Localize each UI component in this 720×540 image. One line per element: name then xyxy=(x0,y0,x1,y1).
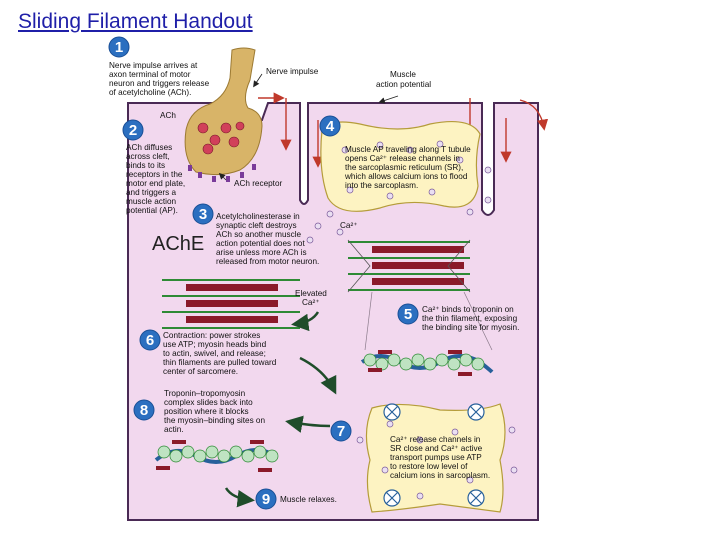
step-1-marker: 1 xyxy=(108,36,130,58)
step-2-marker: 2 xyxy=(122,119,144,141)
page-title: Sliding Filament Handout xyxy=(18,10,253,33)
step-7-marker: 7 xyxy=(330,420,352,442)
label-pointers xyxy=(218,73,399,181)
ach-receptor-label: ACh receptor xyxy=(234,179,283,188)
step-9-marker: 9 xyxy=(255,488,277,510)
calcium-label: Ca²⁺ xyxy=(340,221,358,230)
step-4-text: Muscle AP traveling along T tubule opens… xyxy=(344,145,473,190)
elevated-ca-label: Elevated Ca²⁺ xyxy=(295,289,329,307)
step-5-marker: 5 xyxy=(397,303,419,325)
ach-label: ACh xyxy=(160,111,176,120)
thin-filament-detail-exposed xyxy=(360,350,494,376)
step-8-text: Troponin–tropomyosin complex slides back… xyxy=(164,389,267,434)
ach-vesicles xyxy=(197,121,245,155)
step-5-text: Ca²⁺ binds to troponin on the thin filam… xyxy=(422,305,519,332)
sarcoplasmic-reticulum-bottom xyxy=(365,403,506,513)
calcium-pumps xyxy=(383,403,485,507)
step-1-text: Nerve impulse arrives at axon terminal o… xyxy=(109,61,211,97)
svg-text:2: 2 xyxy=(129,122,137,139)
ache-label: AChE xyxy=(152,233,204,255)
step-6-marker: 6 xyxy=(139,329,161,351)
sarcomere-left xyxy=(162,279,300,329)
svg-text:5: 5 xyxy=(404,306,412,323)
calcium-ions xyxy=(306,140,518,500)
step-7-text: Ca²⁺ release channels in SR close and Ca… xyxy=(390,435,490,480)
t-tubule-arrows xyxy=(258,92,549,168)
step-6-text: Contraction: power strokes use ATP; myos… xyxy=(163,331,279,376)
step-2-text: ACh diffuses across cleft, binds to its … xyxy=(126,143,187,215)
muscle-ap-label: Muscle action potential xyxy=(376,70,431,89)
step-3-text: Acetylcholinesterase in synaptic cleft d… xyxy=(216,212,319,266)
step-8-marker: 8 xyxy=(133,399,155,421)
step-4-marker: 4 xyxy=(319,115,341,137)
sarcomere-right xyxy=(347,239,471,293)
zoom-lines xyxy=(364,291,493,351)
axon-terminal xyxy=(184,47,263,176)
svg-text:7: 7 xyxy=(337,423,345,440)
svg-text:9: 9 xyxy=(262,491,270,508)
svg-text:1: 1 xyxy=(115,39,123,56)
thin-filament-detail-blocked xyxy=(154,440,279,472)
process-arrows xyxy=(224,311,337,508)
step-3-marker: 3 xyxy=(192,203,214,225)
svg-text:3: 3 xyxy=(199,206,207,223)
svg-text:6: 6 xyxy=(146,332,154,349)
ach-receptors xyxy=(188,164,256,182)
svg-text:4: 4 xyxy=(326,118,335,135)
svg-text:8: 8 xyxy=(140,402,148,419)
step-9-text: Muscle relaxes. xyxy=(280,495,337,504)
nerve-impulse-label: Nerve impulse xyxy=(266,67,319,76)
